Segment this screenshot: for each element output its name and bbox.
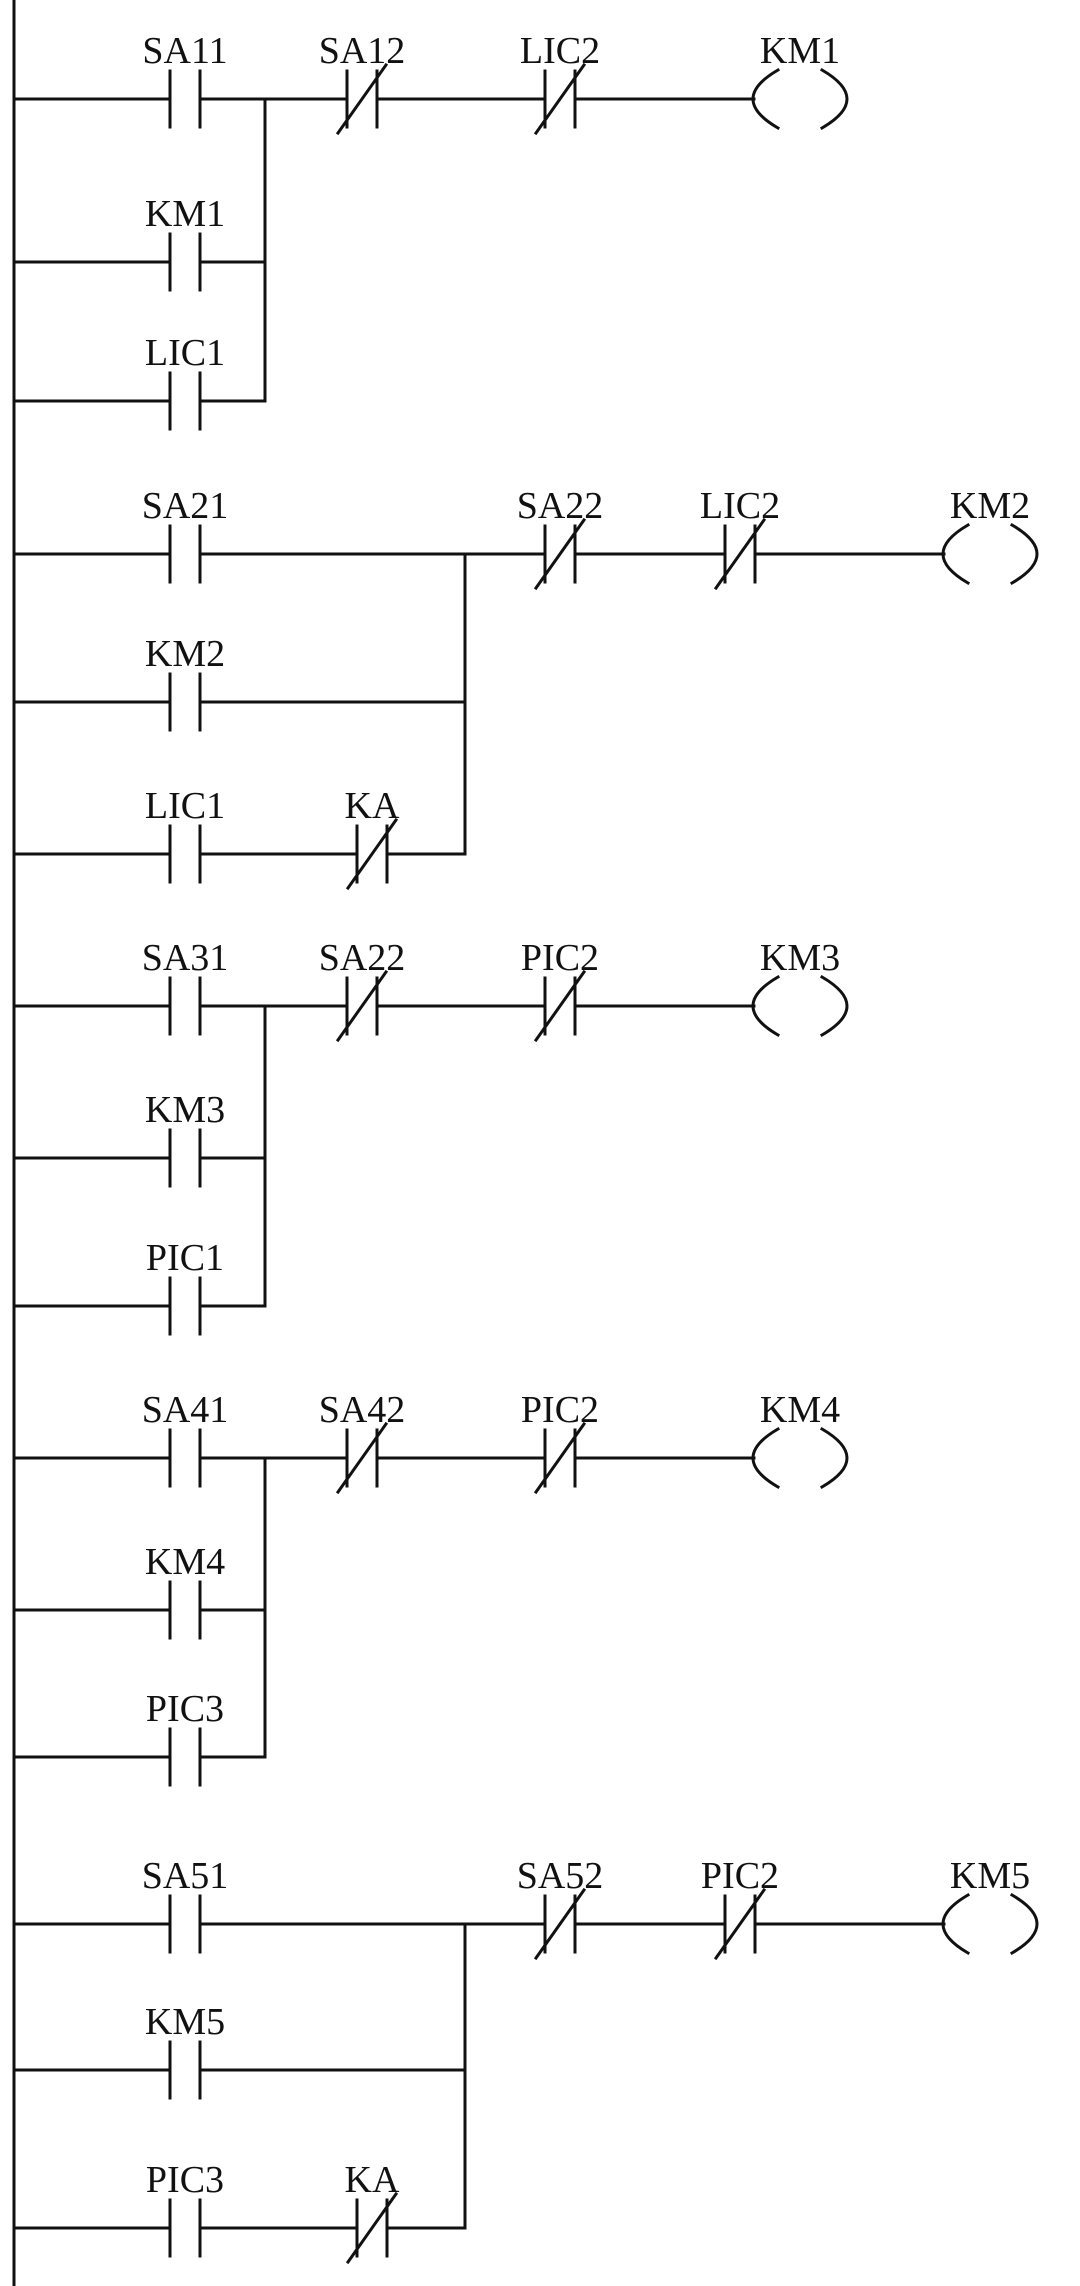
contact-label: LIC1 xyxy=(145,785,225,827)
contact-km1-no: KM1 xyxy=(145,193,225,292)
contact-label: SA21 xyxy=(142,485,229,527)
contact-label: PIC2 xyxy=(521,937,599,979)
contact-label: KM5 xyxy=(145,2001,225,2043)
contact-label: SA11 xyxy=(142,30,227,72)
contact-label: PIC3 xyxy=(146,1688,224,1730)
contact-label: LIC2 xyxy=(520,30,600,72)
contact-sa51-no: SA51 xyxy=(142,1855,229,1954)
coil-arc-right xyxy=(819,974,849,1038)
coil-km3: KM3 xyxy=(751,937,849,1038)
contact-label: PIC2 xyxy=(701,1855,779,1897)
nc-slash xyxy=(533,969,587,1043)
contact-label: LIC1 xyxy=(145,332,225,374)
nc-slash xyxy=(713,517,767,591)
coil-arc-right xyxy=(1009,1892,1039,1956)
nc-slash xyxy=(345,817,399,891)
contact-sa22-nc: SA22 xyxy=(319,937,406,1043)
nc-slash xyxy=(713,1887,767,1961)
contact-lic2-nc: LIC2 xyxy=(520,30,600,136)
contact-label: SA31 xyxy=(142,937,229,979)
contact-label: KM1 xyxy=(145,193,225,235)
contact-km5-no: KM5 xyxy=(145,2001,225,2100)
nc-slash xyxy=(335,1421,389,1495)
contact-pic3-no: PIC3 xyxy=(146,2159,224,2258)
coil-arc-right xyxy=(819,67,849,131)
contact-pic2-nc: PIC2 xyxy=(701,1855,779,1961)
contact-sa11-no: SA11 xyxy=(142,30,228,129)
contact-sa21-no: SA21 xyxy=(142,485,229,584)
coil-label: KM1 xyxy=(760,30,840,72)
contact-sa22-nc: SA22 xyxy=(517,485,604,591)
contact-label: KA xyxy=(345,785,400,827)
contact-ka-nc: KA xyxy=(345,785,400,891)
nc-slash xyxy=(345,2191,399,2265)
coil-arc-left xyxy=(751,67,781,131)
coil-km5: KM5 xyxy=(941,1855,1039,1956)
contact-lic2-nc: LIC2 xyxy=(700,485,780,591)
contact-label: SA41 xyxy=(142,1389,229,1431)
coil-arc-left xyxy=(751,1426,781,1490)
coil-arc-right xyxy=(819,1426,849,1490)
coil-km4: KM4 xyxy=(751,1389,849,1490)
contact-label: SA22 xyxy=(517,485,604,527)
coil-label: KM5 xyxy=(950,1855,1030,1897)
coil-arc-left xyxy=(751,974,781,1038)
nc-slash xyxy=(533,62,587,136)
nc-slash xyxy=(335,969,389,1043)
contact-lic1-no: LIC1 xyxy=(145,332,225,431)
coil-arc-left xyxy=(941,522,971,586)
contact-pic3-no: PIC3 xyxy=(146,1688,224,1787)
contact-label: SA51 xyxy=(142,1855,229,1897)
contact-pic2-nc: PIC2 xyxy=(521,1389,599,1495)
contact-sa12-nc: SA12 xyxy=(319,30,406,136)
contact-label: SA42 xyxy=(319,1389,406,1431)
contact-ka-nc: KA xyxy=(345,2159,400,2265)
contact-lic1-no: LIC1 xyxy=(145,785,225,884)
contact-km2-no: KM2 xyxy=(145,633,225,732)
coil-arc-right xyxy=(1009,522,1039,586)
coil-label: KM4 xyxy=(760,1389,840,1431)
contact-label: PIC1 xyxy=(146,1237,224,1279)
contact-pic2-nc: PIC2 xyxy=(521,937,599,1043)
nc-slash xyxy=(533,517,587,591)
contact-label: PIC3 xyxy=(146,2159,224,2201)
contact-label: KM3 xyxy=(145,1089,225,1131)
contact-sa52-nc: SA52 xyxy=(517,1855,604,1961)
coil-arc-left xyxy=(941,1892,971,1956)
contact-km3-no: KM3 xyxy=(145,1089,225,1188)
contact-label: KM2 xyxy=(145,633,225,675)
contact-label: SA22 xyxy=(319,937,406,979)
contact-sa42-nc: SA42 xyxy=(319,1389,406,1495)
contact-sa31-no: SA31 xyxy=(142,937,229,1036)
contact-label: SA12 xyxy=(319,30,406,72)
nc-slash xyxy=(335,62,389,136)
coil-km2: KM2 xyxy=(941,485,1039,586)
coil-km1: KM1 xyxy=(751,30,849,131)
contact-label: KA xyxy=(345,2159,400,2201)
coil-label: KM3 xyxy=(760,937,840,979)
coil-label: KM2 xyxy=(950,485,1030,527)
contact-km4-no: KM4 xyxy=(145,1541,225,1640)
nc-slash xyxy=(533,1887,587,1961)
contact-pic1-no: PIC1 xyxy=(146,1237,224,1336)
nc-slash xyxy=(533,1421,587,1495)
contact-label: PIC2 xyxy=(521,1389,599,1431)
contact-label: LIC2 xyxy=(700,485,780,527)
contact-label: SA52 xyxy=(517,1855,604,1897)
contact-label: KM4 xyxy=(145,1541,225,1583)
contact-sa41-no: SA41 xyxy=(142,1389,229,1488)
